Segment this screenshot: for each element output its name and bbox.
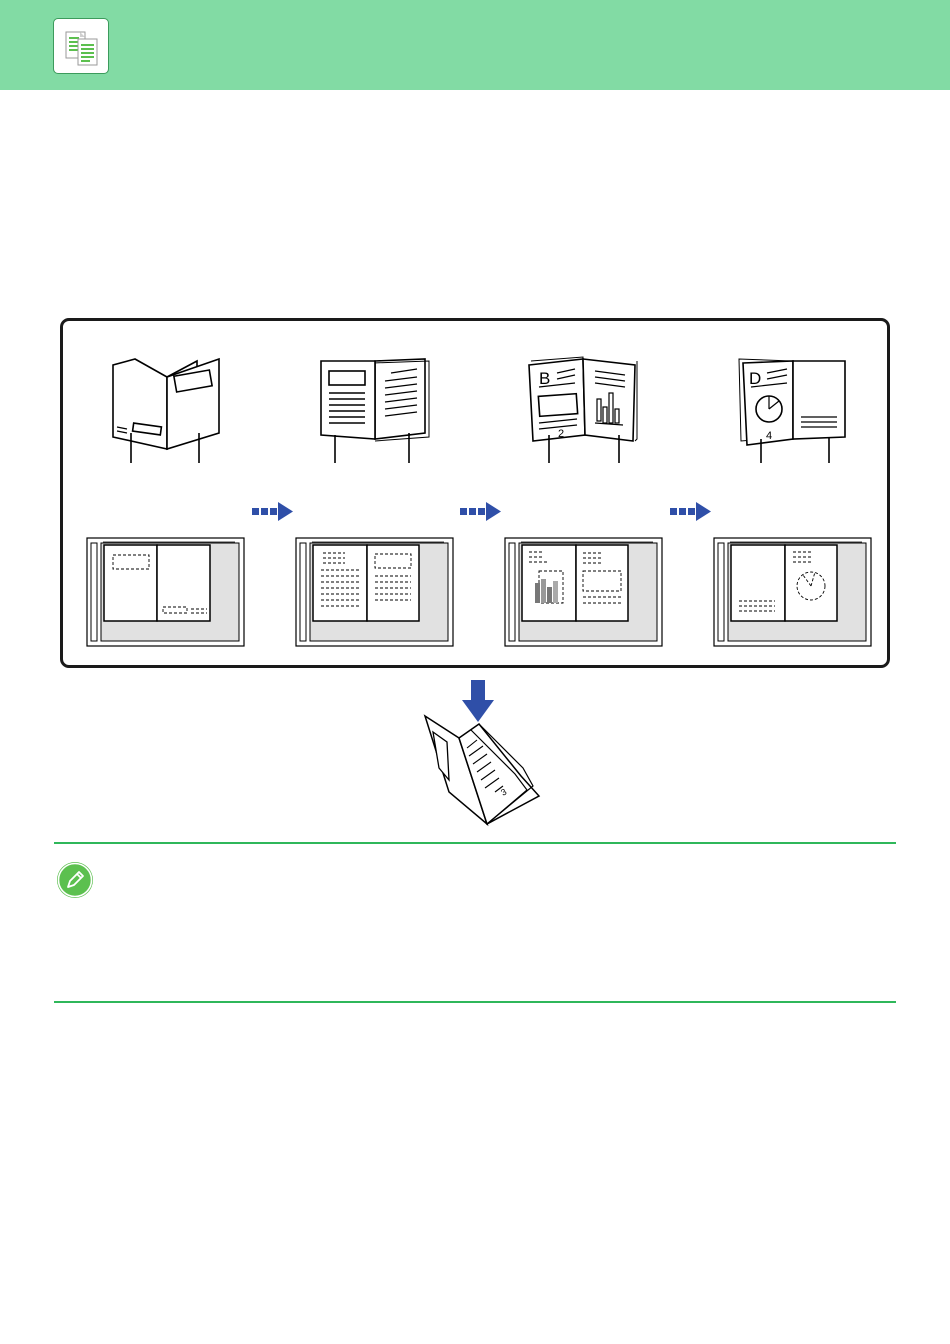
flow-arrow-3 <box>670 502 711 521</box>
flow-arrow-1 <box>252 502 293 521</box>
copy-icon <box>53 18 109 74</box>
spread-letter-b: B <box>539 369 550 388</box>
spread-page-number-2: 2 <box>558 428 564 440</box>
figure-panel: B 2 D 4 <box>60 318 890 668</box>
note-top-rule <box>54 842 896 844</box>
scan-preview-2 <box>296 538 453 646</box>
spread-letter-d: D <box>749 369 761 388</box>
original-booklet-cover <box>113 359 219 463</box>
scan-preview-4 <box>714 538 871 646</box>
resulting-booklet: 3 <box>415 712 545 827</box>
note-bottom-rule <box>54 1001 896 1003</box>
header-bar <box>0 0 950 90</box>
booklet-scan-flow: B 2 D 4 <box>63 321 887 665</box>
spread-page-number-4: 4 <box>766 430 772 442</box>
pencil-icon <box>55 860 95 900</box>
original-booklet-text-spread <box>321 359 429 463</box>
flow-arrow-2 <box>460 502 501 521</box>
scan-preview-1 <box>87 538 244 646</box>
scan-preview-3 <box>505 538 662 646</box>
